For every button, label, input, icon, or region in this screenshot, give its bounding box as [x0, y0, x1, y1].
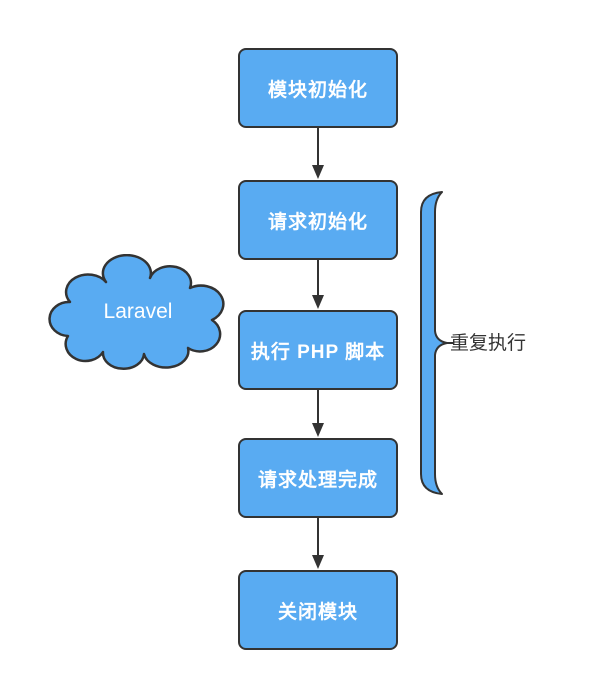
flow-node-execute-php-script: 执行 PHP 脚本: [238, 310, 398, 390]
node-label: 请求处理完成: [257, 469, 378, 491]
arrow-down-icon: [312, 260, 324, 309]
arrow-down-icon: [312, 390, 324, 437]
flow-node-close-module: 关闭模块: [238, 570, 398, 650]
flow-node-request-init: 请求初始化: [238, 180, 398, 260]
flow-node-request-complete: 请求处理完成: [238, 438, 398, 518]
node-label: 执行 PHP 脚本: [250, 341, 386, 363]
node-label: 关闭模块: [277, 601, 358, 623]
arrow-down-icon: [312, 518, 324, 569]
node-label: 请求初始化: [267, 211, 368, 233]
cloud-shape: [48, 254, 225, 370]
curly-bracket: [420, 191, 454, 495]
arrow-down-icon: [312, 128, 324, 179]
bracket-label: 重复执行: [450, 333, 527, 354]
node-label: 模块初始化: [267, 79, 368, 101]
flow-node-module-init: 模块初始化: [238, 48, 398, 128]
